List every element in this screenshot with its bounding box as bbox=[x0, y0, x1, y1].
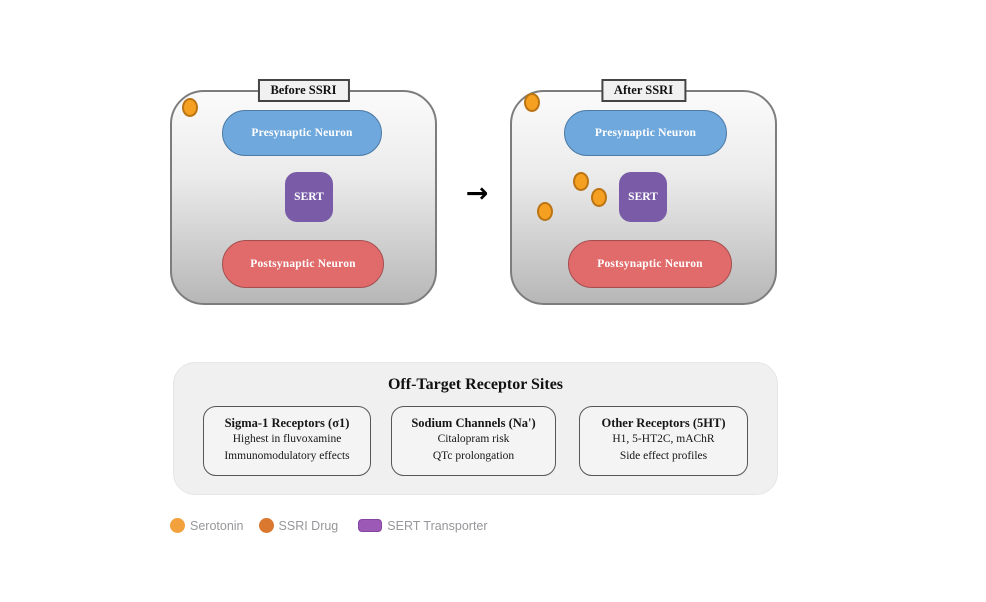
sert-box: SERT bbox=[285, 172, 333, 222]
off-target-title: Off-Target Receptor Sites bbox=[387, 376, 564, 393]
panel-after-ssri: After SSRI Presynaptic Neuron SERT Posts… bbox=[510, 79, 777, 305]
presynaptic-neuron-pill: Presynaptic Neuron bbox=[222, 110, 382, 156]
presynaptic-neuron-pill: Presynaptic Neuron bbox=[564, 110, 727, 156]
receptor-card-sodium: Sodium Channels (Na') Citalopram risk QT… bbox=[391, 406, 556, 476]
legend-item-sert-transporter: SERT Transporter bbox=[358, 518, 488, 533]
serotonin-dot bbox=[524, 93, 540, 112]
panel-before-ssri: Before SSRI Presynaptic Neuron SERT Post… bbox=[170, 79, 437, 305]
serotonin-circle-icon bbox=[170, 518, 185, 533]
postsynaptic-neuron-pill: Postsynaptic Neuron bbox=[222, 240, 384, 288]
serotonin-dot bbox=[573, 172, 589, 191]
postsynaptic-neuron-pill: Postsynaptic Neuron bbox=[568, 240, 732, 288]
serotonin-dot bbox=[182, 98, 198, 117]
legend: Serotonin SSRI Drug SERT Transporter bbox=[170, 518, 488, 533]
card-title: Other Receptors (5HT) bbox=[601, 416, 726, 430]
after-ssri-label: After SSRI bbox=[600, 79, 687, 102]
receptor-card-other: Other Receptors (5HT) H1, 5-HT2C, mAChR … bbox=[579, 406, 748, 476]
card-line: Immunomodulatory effects bbox=[224, 449, 350, 462]
card-line: QTc prolongation bbox=[432, 449, 515, 462]
card-title: Sigma-1 Receptors (σ1) bbox=[224, 416, 350, 430]
before-ssri-label: Before SSRI bbox=[257, 79, 350, 102]
sert-box: SERT bbox=[619, 172, 667, 222]
legend-item-serotonin: Serotonin bbox=[170, 518, 244, 533]
card-line: Highest in fluvoxamine bbox=[232, 433, 342, 445]
legend-label: SERT Transporter bbox=[387, 518, 488, 533]
legend-label: Serotonin bbox=[190, 518, 244, 533]
receptor-card-sigma1: Sigma-1 Receptors (σ1) Highest in fluvox… bbox=[203, 406, 371, 476]
serotonin-dot bbox=[537, 202, 553, 221]
legend-item-ssri-drug: SSRI Drug bbox=[258, 518, 339, 533]
card-title: Sodium Channels (Na') bbox=[411, 416, 536, 430]
right-arrow-icon: → bbox=[465, 178, 489, 209]
card-line: Citalopram risk bbox=[437, 433, 510, 445]
ssri-drug-circle-icon bbox=[258, 518, 274, 533]
off-target-panel: Off-Target Receptor Sites Sigma-1 Recept… bbox=[173, 362, 778, 495]
sert-transporter-rect-icon bbox=[358, 519, 383, 532]
card-line: H1, 5-HT2C, mAChR bbox=[612, 433, 715, 445]
card-line: Side effect profiles bbox=[619, 449, 708, 462]
serotonin-dot bbox=[591, 188, 607, 207]
legend-label: SSRI Drug bbox=[278, 518, 339, 533]
